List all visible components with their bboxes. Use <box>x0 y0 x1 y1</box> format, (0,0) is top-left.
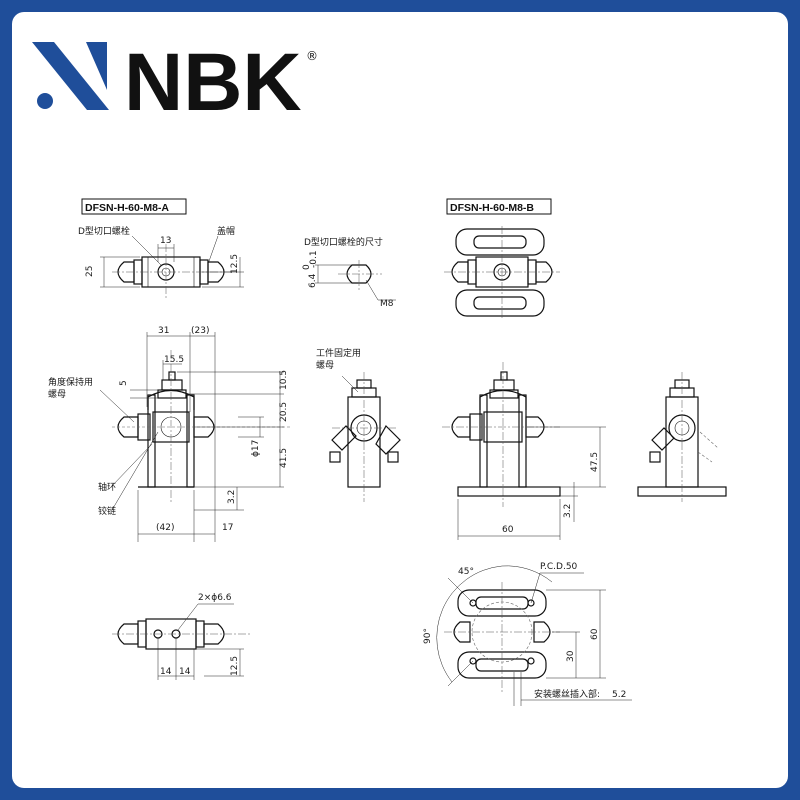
technical-drawing: NBK ® DFSN-H-60-M8-A DFSN-H-60-M8-B 1 <box>32 37 727 706</box>
label-work-nut-line2: 螺母 <box>316 360 334 371</box>
label-insert-value: 5.2 <box>612 690 626 700</box>
drawing-frame: NBK ® DFSN-H-60-M8-A DFSN-H-60-M8-B 1 <box>12 12 788 788</box>
label-cap-nut: 盖帽 <box>217 225 235 237</box>
dim-14-b: 14 <box>179 667 191 677</box>
view-b-front <box>442 362 606 540</box>
label-work-nut-line1: 工件固定用 <box>316 347 361 359</box>
dim-14-a: 14 <box>160 667 172 677</box>
label-m8: M8 <box>380 299 394 309</box>
label-insert: 安装螺丝插入部: <box>534 688 600 700</box>
dim-31: 31 <box>158 326 169 336</box>
dim-41-5: 41.5 <box>279 448 289 468</box>
d-cut-title: D型切口螺栓的尺寸 <box>304 236 383 248</box>
nbk-logo-mark-icon <box>32 42 109 110</box>
brand-name: NBK <box>124 37 302 128</box>
dim-6-4: 6.4 <box>308 273 318 288</box>
label-angle-nut-line1: 角度保持用 <box>48 376 93 388</box>
label-holes: 2×ϕ6.6 <box>198 593 232 603</box>
dim-6-4-tol-lower: -0.1 <box>309 250 319 268</box>
dim-5: 5 <box>119 380 129 386</box>
dim-17-dia: ϕ17 <box>251 440 261 457</box>
dim-12-5-top: 12.5 <box>230 254 240 274</box>
view-b-side <box>637 372 727 502</box>
dim-60-height: 60 <box>590 628 600 640</box>
d-cut-detail <box>315 260 396 301</box>
dim-25: 25 <box>85 266 95 277</box>
brand-registered-mark: ® <box>306 49 318 63</box>
dim-23: (23) <box>191 326 209 336</box>
label-pcd: P.C.D.50 <box>540 562 578 572</box>
dim-45-deg: 45° <box>458 567 474 577</box>
title-box-b <box>446 198 552 215</box>
dim-30: 30 <box>566 650 576 662</box>
dim-47-5: 47.5 <box>590 452 600 472</box>
view-b-bottom <box>436 565 632 706</box>
label-hinge: 铰链 <box>98 505 116 517</box>
dim-6-4-tol-upper: 0 <box>302 264 312 270</box>
view-a-side <box>329 372 401 502</box>
view-a-bottom <box>112 603 252 680</box>
dim-3-2-left: 3.2 <box>227 490 237 504</box>
nbk-logo: NBK ® <box>32 37 318 128</box>
dim-3-2-right: 3.2 <box>563 504 573 518</box>
dim-60-width: 60 <box>502 525 514 535</box>
dim-13: 13 <box>160 236 171 246</box>
dim-10-5: 10.5 <box>279 370 289 390</box>
label-collar: 轴环 <box>98 481 116 493</box>
title-box-a <box>81 198 187 215</box>
dim-17: 17 <box>222 523 233 533</box>
view-a-title: DFSN-H-60-M8-A <box>85 202 169 214</box>
view-b-title: DFSN-H-60-M8-B <box>450 202 534 214</box>
label-angle-nut-line2: 螺母 <box>48 389 66 400</box>
dim-15-5: 15.5 <box>164 355 184 365</box>
view-a-top <box>100 235 244 300</box>
label-d-cut-bolt: D型切口螺栓 <box>78 225 130 237</box>
dim-90-deg: 90° <box>423 628 433 644</box>
view-b-top <box>444 226 560 320</box>
view-a-front <box>99 332 292 542</box>
dim-12-5-bottom: 12.5 <box>230 656 240 676</box>
dim-42: (42) <box>156 523 174 533</box>
dim-20-5: 20.5 <box>279 402 289 422</box>
